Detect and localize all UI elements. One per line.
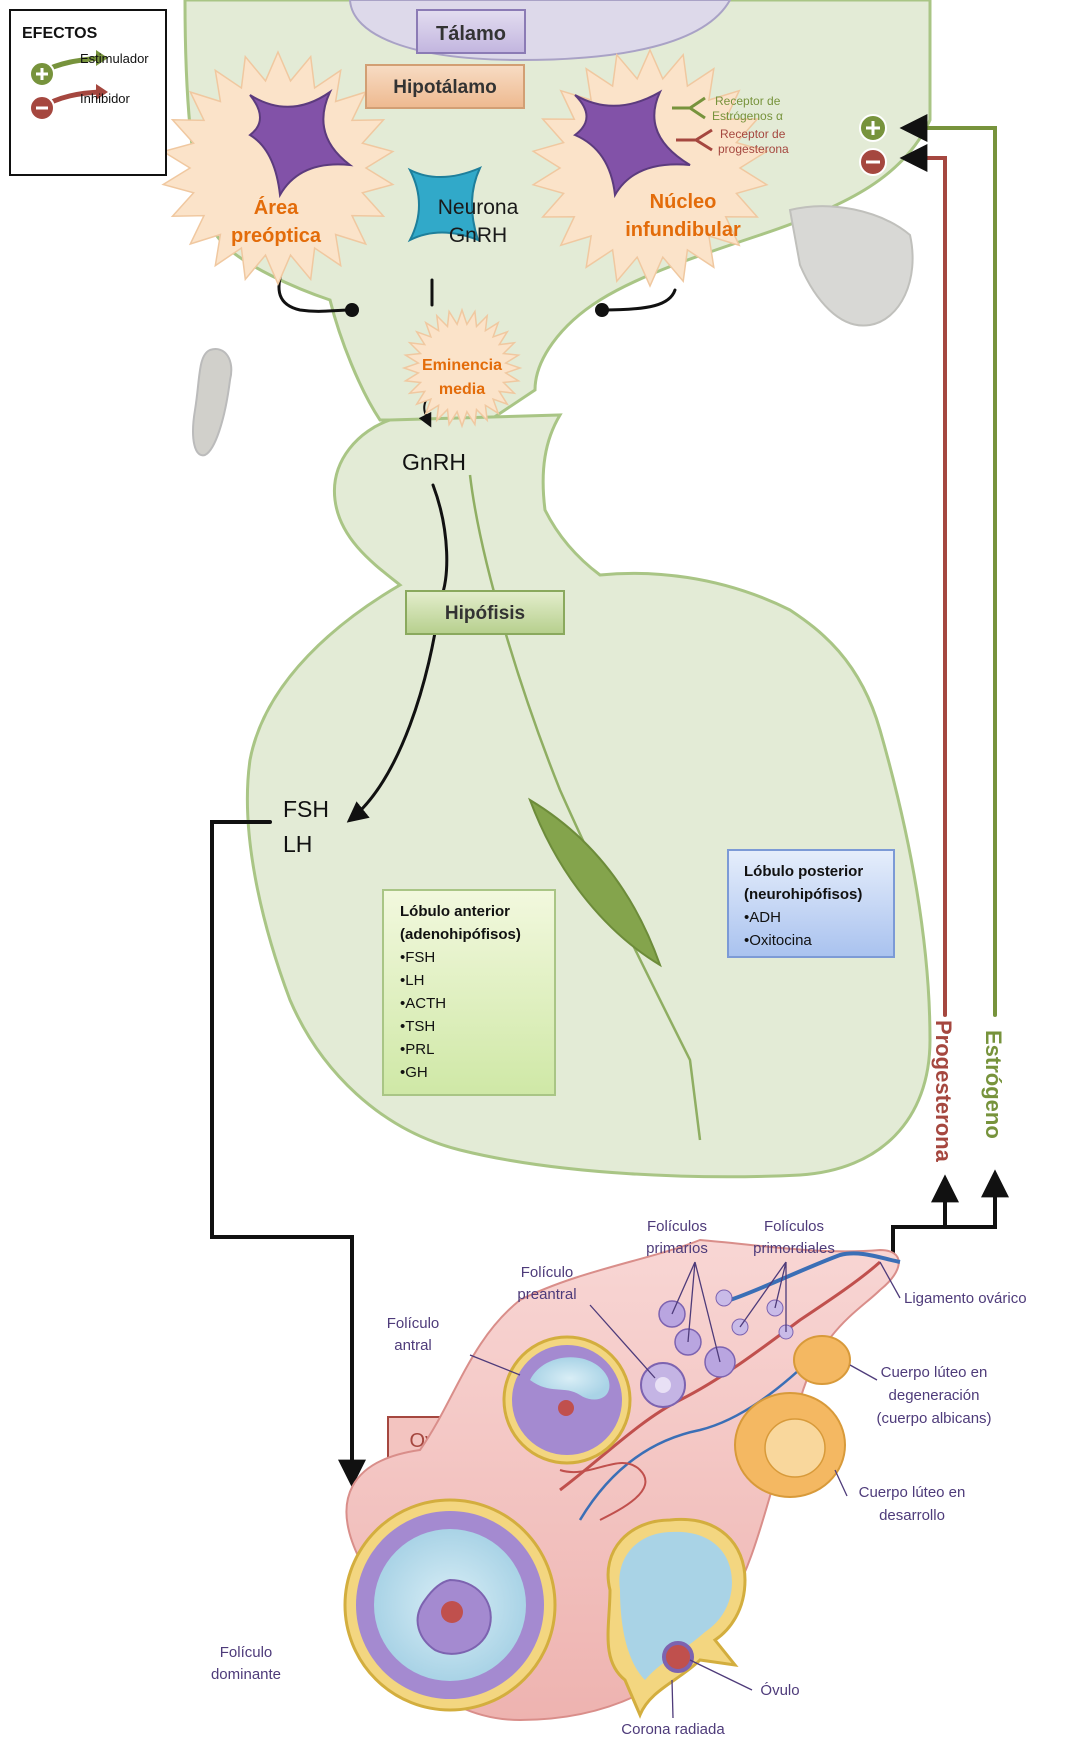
progesterone-receptor-label-1: Receptor de (720, 127, 786, 141)
posterior-item: •ADH (744, 909, 781, 926)
effects-legend: EFECTOS Estimulador Inhibidor (10, 10, 166, 175)
albicans-label-2: degeneración (889, 1387, 980, 1404)
estrogen-feedback (905, 128, 995, 1015)
infundibular-label-1: Núcleo (650, 191, 717, 213)
thalamus-label: Tálamo (436, 23, 506, 45)
primordial-label-1: Folículos (764, 1218, 824, 1235)
albicans-label-3: (cuerpo albicans) (876, 1410, 991, 1427)
dominant-label-2: dominante (211, 1666, 281, 1683)
estrogen-label: Estrógeno (981, 1030, 1006, 1139)
developing-corpus-luteum (735, 1393, 845, 1497)
developing-label-2: desarrollo (879, 1507, 945, 1524)
anterior-item: •PRL (400, 1041, 434, 1058)
anterior-title-1: Lóbulo anterior (400, 903, 510, 920)
hypothalamus-label: Hipotálamo (393, 77, 496, 98)
anterior-item: •GH (400, 1064, 428, 1081)
median-eminence-label-1: Eminencia (422, 357, 502, 374)
fsh-label: FSH (283, 796, 329, 822)
anterior-item: •ACTH (400, 995, 446, 1012)
preantral-label-1: Folículo (521, 1264, 574, 1281)
gnrh-neuron-label-2: GnRH (449, 224, 507, 247)
ovary-illustration (345, 1240, 900, 1720)
dominant-follicle (345, 1500, 555, 1710)
positive-feedback-icon (860, 115, 886, 141)
developing-label-1: Cuerpo lúteo en (859, 1484, 966, 1501)
antral-follicle (504, 1337, 630, 1463)
corona-label: Corona radiada (621, 1721, 725, 1738)
anterior-item: •FSH (400, 949, 435, 966)
legend-inhibitor: Inhibidor (80, 91, 131, 106)
anterior-title-2: (adenohipófisos) (400, 926, 521, 943)
preoptic-label-2: preóptica (231, 225, 322, 247)
preantral-label-2: preantral (517, 1286, 576, 1303)
pituitary-label: Hipófisis (445, 603, 525, 624)
legend-title: EFECTOS (22, 25, 98, 42)
lh-label: LH (283, 831, 312, 857)
pituitary-gland (247, 415, 930, 1177)
corpus-albicans (794, 1336, 850, 1384)
dominant-label-1: Folículo (220, 1644, 273, 1661)
progesterone-receptor-label-2: progesterona (718, 142, 789, 156)
progesterone-label: Progesterona (931, 1020, 956, 1163)
primary-label-2: primarios (646, 1240, 708, 1257)
ovum-label: Óvulo (760, 1682, 799, 1699)
primary-label-1: Folículos (647, 1218, 707, 1235)
ligament-label: Ligamento ovárico (904, 1290, 1027, 1307)
estrogen-receptor-label-2: Estrógenos α (712, 109, 783, 123)
estrogen-receptor-label-1: Receptor de (715, 94, 781, 108)
gnrh-label: GnRH (402, 449, 466, 475)
ruptured-follicle (608, 1519, 745, 1715)
posterior-item: •Oxitocina (744, 932, 812, 949)
negative-feedback-icon (860, 149, 886, 175)
preoptic-label-1: Área (254, 196, 299, 219)
albicans-label-1: Cuerpo lúteo en (881, 1364, 988, 1381)
median-eminence-label-2: media (439, 381, 485, 398)
gnrh-neuron-label-1: Neurona (438, 196, 519, 219)
inhibitor-icon (30, 96, 54, 120)
legend-stimulator: Estimulador (80, 51, 149, 66)
antral-label-1: Folículo (387, 1315, 440, 1332)
posterior-title-1: Lóbulo posterior (744, 863, 863, 880)
primordial-label-2: primordiales (753, 1240, 835, 1257)
anterior-item: •TSH (400, 1018, 435, 1035)
antral-label-2: antral (394, 1337, 432, 1354)
anterior-item: •LH (400, 972, 424, 989)
infundibular-label-2: infundibular (625, 219, 741, 241)
posterior-title-2: (neurohipófisos) (744, 886, 862, 903)
stimulator-icon (30, 62, 54, 86)
